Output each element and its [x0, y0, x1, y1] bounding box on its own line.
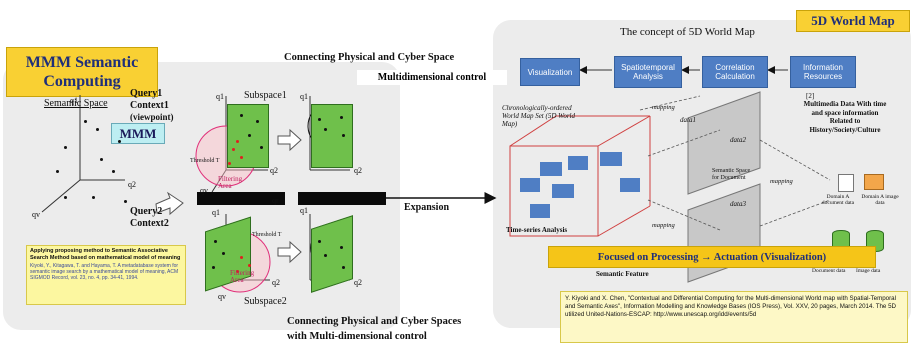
domain-img-label: Domain A image data	[861, 194, 899, 206]
sub1-q1: q1	[216, 92, 224, 101]
mmm-title: MMM Semantic Computing	[25, 54, 139, 90]
arrow-subspace2	[277, 240, 302, 264]
sub1-q2: q2	[270, 166, 278, 175]
arrow-subspace1	[277, 128, 302, 152]
black-bar-left	[197, 192, 285, 205]
image-data-label: Image data	[856, 268, 881, 274]
focus-banner: Focused on Processing → Actuation (Visua…	[548, 246, 876, 268]
semantic-space-axes	[41, 95, 125, 213]
flow-box-correlation: Correlation Calculation	[702, 56, 768, 88]
query1-label: Query1	[130, 88, 163, 99]
mapping-label-2: mapping	[770, 178, 793, 185]
multimedia-text: Multimedia Data With time and space info…	[803, 100, 887, 134]
filtering-area-2: Filtering Area	[230, 269, 255, 284]
flow-box-visualization: Visualization	[520, 58, 580, 86]
mmm-label: MMM	[119, 125, 157, 141]
document-data-label: Document data	[812, 268, 846, 274]
context1-label: Context1	[130, 100, 169, 111]
note-ref: Kiyoki, Y., Kitagawa, T. and Hayama, T. …	[30, 263, 179, 281]
time-series-label: Time-series Analysis	[506, 226, 568, 234]
mapping-lines	[639, 95, 831, 231]
semantic-space-doc-label: Semantic Space for Document	[712, 168, 751, 181]
filtering-area-1: Filtering Area	[218, 175, 243, 190]
subspace2-label: Subspace2	[244, 296, 287, 307]
threshold-1: Threshold T	[190, 158, 220, 164]
subspace1-axes	[211, 96, 350, 193]
ref2-label: [2]	[806, 92, 815, 100]
axis-qv: qv	[32, 210, 40, 219]
sub2c-q1: q1	[300, 206, 308, 215]
data2-label: data2	[730, 136, 746, 144]
sub2-qv: qv	[218, 292, 226, 301]
citation-box: Y. Kiyoki and X. Chen, "Contextual and D…	[560, 291, 908, 343]
data1-label: data1	[680, 116, 696, 124]
world-map-wireframe	[509, 115, 651, 237]
data3-label: data3	[730, 200, 746, 208]
subspace1-label: Subspace1	[244, 90, 287, 101]
connecting-bottom-2: with Multi-dimensional control	[287, 331, 427, 342]
axis-q1: q1	[70, 96, 78, 105]
query2-label: Query2	[130, 206, 163, 217]
flow-box-spatiotemporal: Spatiotemporal Analysis	[614, 56, 682, 88]
mmm-title-badge: MMM Semantic Computing	[6, 47, 158, 97]
sub2-q1: q1	[212, 208, 220, 217]
world-map-badge-label: 5D World Map	[811, 13, 895, 28]
concept-title: The concept of 5D World Map	[620, 26, 755, 38]
semantic-feature-label: Semantic Feature	[596, 270, 649, 278]
subspace2-cluster-plane	[311, 215, 353, 293]
viewpoint-label: (viewpoint)	[130, 112, 174, 122]
qr-label: qr	[272, 196, 279, 205]
sub1-qv: qv	[200, 186, 208, 195]
note-title: Applying proposing method to Semantic As…	[30, 248, 181, 261]
threshold-2: Threshold T	[252, 232, 282, 238]
world-map-badge: 5D World Map	[796, 10, 910, 32]
subspace1-cluster-plane	[311, 104, 353, 168]
image-icon	[864, 174, 884, 190]
black-bar-right	[298, 192, 386, 205]
semantic-space-label: Semantic Space	[44, 98, 108, 109]
citation-text: Y. Kiyoki and X. Chen, "Contextual and D…	[565, 295, 897, 318]
sub2-q2: q2	[272, 278, 280, 287]
axis-q2: q2	[128, 180, 136, 189]
mapping-label-1: mapping	[652, 104, 675, 111]
context2-label: Context2	[130, 218, 169, 229]
flow-box-information: Information Resources	[790, 56, 856, 88]
sub1c-q2: q2	[354, 166, 362, 175]
mapping-label-3: mapping	[652, 222, 675, 229]
multidim-control-label: Multidimensional control	[377, 72, 487, 83]
note-box: Applying proposing method to Semantic As…	[26, 245, 186, 305]
arrow-query2	[155, 191, 184, 216]
world-map-set-label: Chronologically-ordered World Map Set (5…	[502, 104, 575, 128]
focus-banner-label: Focused on Processing → Actuation (Visua…	[597, 251, 827, 263]
connecting-top-label: Connecting Physical and Cyber Space	[284, 52, 455, 63]
domain-doc-label: Domain A document data	[821, 194, 855, 206]
sub1c-q1: q1	[300, 92, 308, 101]
document-icon	[838, 174, 854, 192]
expansion-label: Expansion	[404, 202, 450, 213]
mmm-box: MMM	[111, 123, 165, 144]
semantic-plane-1	[687, 91, 761, 195]
sub2c-q2: q2	[354, 278, 362, 287]
multidim-control-box: Multidimensional control	[357, 70, 507, 85]
connecting-bottom-1: Connecting Physical and Cyber Spaces	[287, 316, 462, 327]
